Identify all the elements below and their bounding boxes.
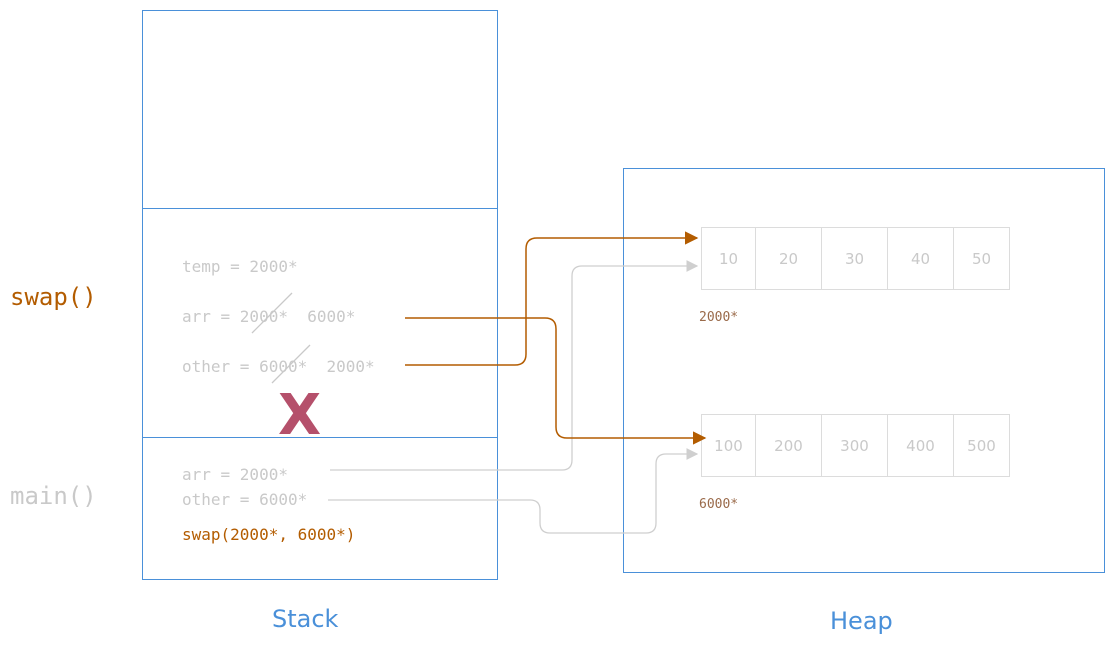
array-cell: 30 [822, 228, 888, 289]
swap-arr-prefix: arr = [182, 307, 240, 326]
array-cell: 10 [702, 228, 756, 289]
stack-caption: Stack [272, 605, 339, 633]
main-other-pointer-arrow [328, 448, 699, 534]
stack-box [142, 10, 498, 580]
array-cell: 500 [967, 436, 996, 455]
heap-array-6000: 100 200 300 400 500 [701, 414, 1010, 477]
array-cell: 200 [756, 415, 822, 476]
swap-other-var: other = 6000* 2000* [182, 357, 375, 376]
main-frame-label: main() [10, 482, 97, 510]
heap-caption: Heap [830, 607, 893, 635]
swap-frame-top-divider [142, 208, 498, 209]
main-frame-top-divider [142, 437, 498, 438]
popped-frame-marker: X [278, 383, 322, 448]
swap-other-old-value: 6000* [259, 357, 308, 376]
swap-arr-new-value: 6000* [307, 307, 356, 326]
arr-old-value-strike [251, 292, 293, 334]
swap-other-pointer-arrow [405, 231, 699, 366]
array-cell: 300 [822, 415, 888, 476]
array-cell: 40 [888, 228, 954, 289]
swap-frame-label: swap() [10, 283, 97, 311]
heap-array-2000: 10 20 30 40 50 [701, 227, 1010, 290]
swap-arr-old-value: 2000* [239, 307, 288, 326]
main-swap-call: swap(2000*, 6000*) [182, 525, 356, 544]
array-cell: 50 [971, 249, 992, 268]
main-arr-var: arr = 2000* [182, 465, 288, 484]
main-other-var: other = 6000* [182, 490, 308, 509]
swap-other-prefix: other = [182, 357, 260, 376]
swap-other-new-value: 2000* [326, 357, 375, 376]
swap-temp-var: temp = 2000* [182, 257, 298, 276]
heap-box [623, 168, 1105, 573]
array-cell: 20 [756, 228, 822, 289]
heap-array-2000-address: 2000* [699, 310, 739, 325]
main-arr-pointer-arrow [330, 260, 699, 471]
other-old-value-strike [271, 344, 311, 384]
swap-arr-pointer-arrow [405, 317, 707, 445]
array-cell: 100 [702, 415, 756, 476]
swap-arr-var: arr = 2000* 6000* [182, 307, 355, 326]
heap-array-6000-address: 6000* [699, 497, 739, 512]
array-cell: 400 [888, 415, 954, 476]
